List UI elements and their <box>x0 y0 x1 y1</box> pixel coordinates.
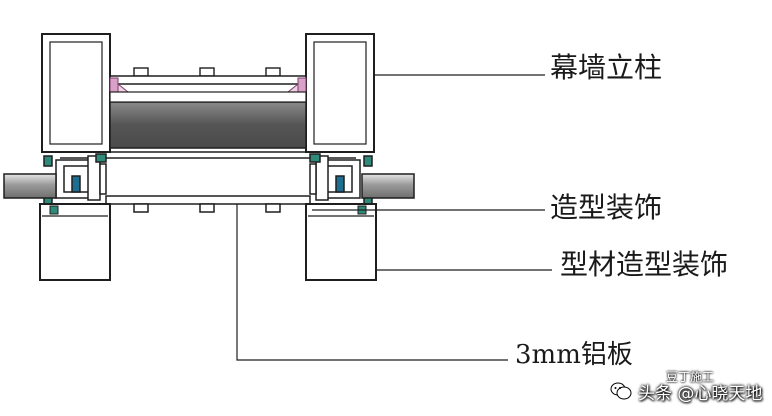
leader-lines <box>236 74 552 361</box>
top-plate <box>109 75 307 85</box>
watermark-subtitle: 豆丁施工 <box>666 370 715 384</box>
side-tubes <box>3 173 415 199</box>
wechat-logo-icon <box>610 382 632 400</box>
left-profile-deco <box>39 203 111 281</box>
label-curtain-wall-mullion: 幕墙立柱 <box>550 51 663 84</box>
top-clips <box>133 67 281 77</box>
watermark-text: 头条 @心晓天地 <box>638 383 763 404</box>
watermark: 头条 @心晓天地 <box>610 378 762 404</box>
left-frame <box>43 153 107 207</box>
right-frame <box>309 153 373 207</box>
left-mullion <box>41 33 111 153</box>
right-mullion <box>305 33 375 153</box>
horizontal-rails <box>42 151 374 159</box>
decorative-plate <box>105 195 311 213</box>
label-aluminum-panel: 3mm铝板 <box>515 340 633 370</box>
right-profile-deco <box>305 203 377 281</box>
panel-core <box>109 91 307 149</box>
label-decorative-shape: 造型装饰 <box>550 191 663 224</box>
label-profile-decoration: 型材造型装饰 <box>560 248 729 281</box>
